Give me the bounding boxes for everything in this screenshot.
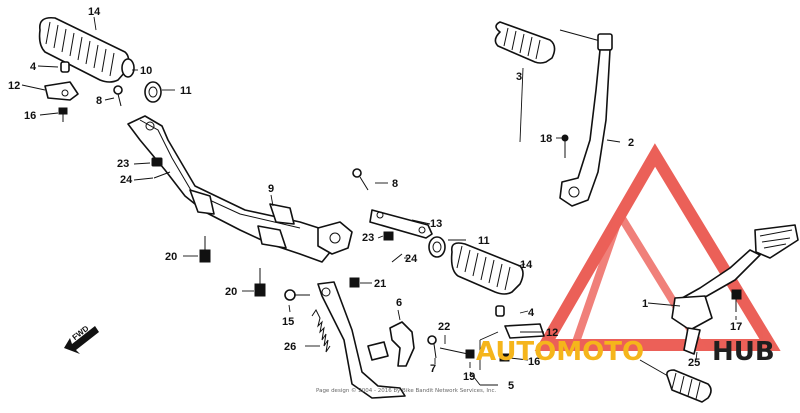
washer-11-left [144, 81, 162, 103]
callout-11-right: 11 [478, 235, 490, 247]
callout-22: 22 [438, 321, 450, 333]
kickstart-arm-2 [559, 29, 613, 207]
cotter-24-left [153, 171, 171, 179]
bolt-16-left [58, 107, 68, 122]
kickstart-grip-3 [494, 21, 556, 64]
cotter-24-right [391, 253, 403, 263]
bolt-20-upper [199, 236, 211, 263]
callouts: 14 4 10 12 11 8 16 23 24 9 20 20 8 13 23… [8, 6, 742, 392]
callout-24-right: 24 [405, 253, 418, 265]
bolt-16-right [499, 353, 510, 362]
callout-20-upper: 20 [165, 251, 177, 263]
brake-pedal-1 [671, 224, 799, 355]
link-13 [369, 209, 433, 239]
watermark-logo: AUTOMOTO HUB [476, 337, 775, 367]
callout-18: 18 [540, 133, 552, 145]
callout-11-left: 11 [180, 85, 192, 97]
bolt-20-lower [254, 268, 266, 297]
bolt-17 [731, 289, 742, 312]
pin-8-right [352, 168, 369, 191]
callout-12-left: 12 [8, 80, 20, 92]
bracket-12-right [504, 323, 545, 339]
callout-23-left: 23 [117, 158, 129, 170]
callout-16-right: 16 [528, 356, 540, 368]
callout-8-right: 8 [392, 178, 398, 190]
callout-24-left: 24 [120, 174, 133, 186]
pin-8-left [113, 85, 123, 107]
callout-26: 26 [284, 341, 296, 353]
callout-15: 15 [282, 316, 294, 328]
callout-19: 19 [463, 371, 475, 383]
watermark-auto: AUTOMOTO [476, 337, 644, 367]
callout-17: 17 [730, 321, 742, 333]
callout-4-right: 4 [528, 307, 535, 319]
callout-14-right: 14 [520, 259, 533, 271]
callout-21: 21 [374, 278, 386, 290]
callout-20-lower: 20 [225, 286, 237, 298]
callout-1: 1 [642, 298, 648, 310]
callout-12-right: 12 [546, 327, 558, 339]
nut-23-left [151, 157, 163, 167]
callout-2: 2 [628, 137, 634, 149]
stand-5 [317, 281, 406, 399]
callout-9: 9 [268, 183, 274, 195]
spring-26 [311, 309, 331, 353]
nut-23-right [383, 231, 394, 241]
copyright-text: Page design © 2004 - 2016 by Bike Bandit… [316, 387, 497, 394]
collar-4-left [60, 61, 70, 73]
collar-4-right [495, 305, 505, 317]
bolt-7 [427, 335, 437, 359]
callout-16-left: 16 [24, 110, 36, 122]
nut-21 [349, 277, 360, 288]
bolt-22 [439, 347, 475, 359]
bracket-6 [367, 321, 415, 367]
bracket-12-left [44, 81, 79, 101]
watermark-triangle [534, 143, 781, 351]
callout-7: 7 [430, 363, 436, 375]
callout-14-left: 14 [88, 6, 101, 18]
leader-lines [21, 16, 737, 386]
callout-5: 5 [508, 380, 514, 392]
left-footpeg-rubber [38, 16, 135, 83]
brake-pedal-rubber-25 [639, 359, 712, 403]
callout-4-left: 4 [30, 61, 37, 73]
bolt-18 [561, 134, 569, 158]
washer-11-right [428, 236, 446, 258]
bolt-15 [284, 289, 310, 301]
callout-10: 10 [140, 65, 152, 77]
callout-8-left: 8 [96, 95, 102, 107]
watermark-hub: HUB [712, 337, 775, 367]
callout-13: 13 [430, 218, 442, 230]
right-footpeg-rubber [450, 242, 524, 295]
callout-6: 6 [396, 297, 402, 309]
footpeg-bar-9 [127, 115, 353, 263]
callout-3: 3 [516, 71, 522, 83]
callout-25: 25 [688, 357, 700, 369]
callout-23-right: 23 [362, 232, 374, 244]
fwd-arrow: FWD [64, 324, 99, 354]
